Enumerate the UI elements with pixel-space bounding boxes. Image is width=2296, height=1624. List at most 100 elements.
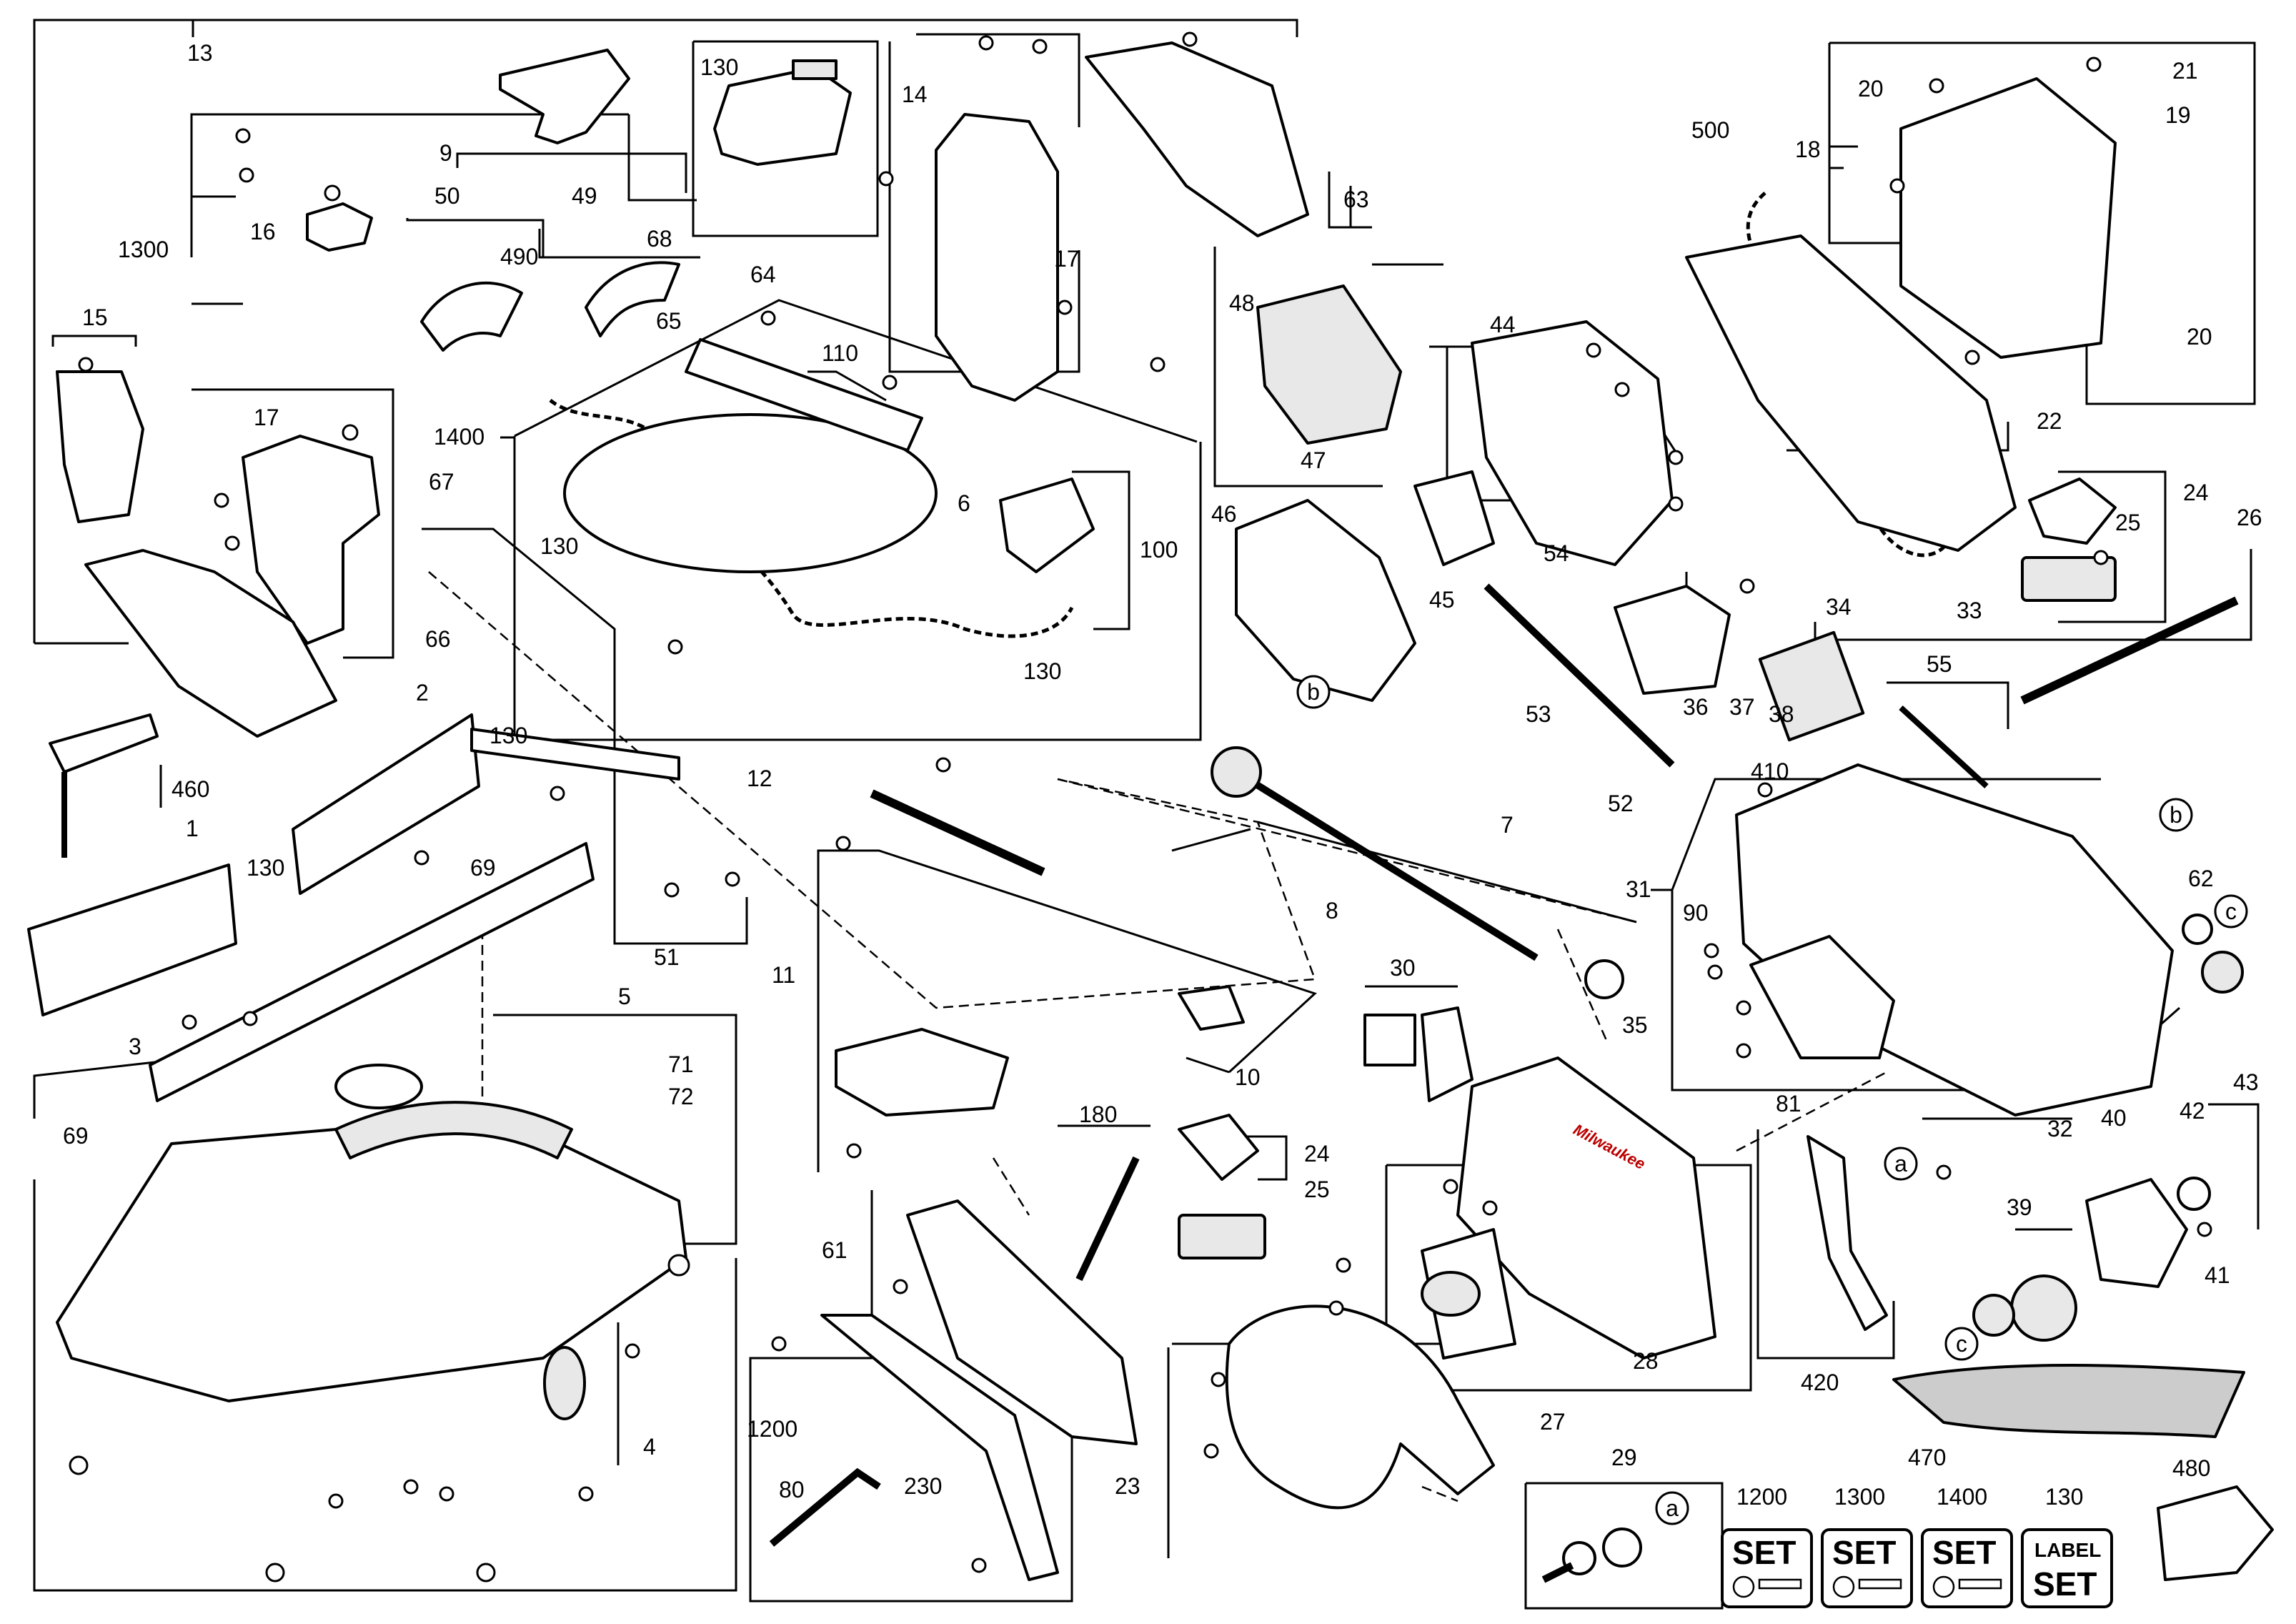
svg-text:b: b — [1307, 679, 1320, 705]
rod-cap — [1584, 959, 1624, 999]
bevel-scale — [420, 282, 523, 352]
callout-20-right: 20 — [2187, 324, 2212, 350]
svg-text:b: b — [2170, 802, 2182, 828]
callout-100: 100 — [1140, 537, 1178, 563]
dust-chute — [999, 477, 1095, 573]
svg-text:a: a — [1666, 1495, 1679, 1521]
callout-42: 42 — [2180, 1098, 2205, 1124]
marker-b-left: b — [1296, 675, 1331, 709]
callout-15: 15 — [82, 304, 108, 330]
callout-420: 420 — [1801, 1370, 1839, 1395]
base-casting — [56, 1114, 687, 1402]
hex-wrench — [769, 1467, 881, 1547]
callout-130-fence: 130 — [489, 723, 527, 748]
svg-text:c: c — [1956, 1331, 1967, 1357]
svg-text:130: 130 — [2045, 1484, 2083, 1510]
battery-mount-housing — [1899, 77, 2117, 359]
svg-text:SET: SET — [1732, 1534, 1796, 1571]
callout-11: 11 — [772, 962, 795, 988]
callout-1300: 1300 — [118, 237, 169, 262]
kit-1200: 1200 SET — [1721, 1484, 1813, 1608]
callout-53: 53 — [1526, 701, 1551, 727]
callout-31: 31 — [1626, 876, 1651, 902]
main-handle — [1685, 234, 2017, 552]
upper-blade-guard — [1085, 41, 1309, 237]
fence-rail-110 — [685, 338, 923, 452]
callout-500: 500 — [1691, 117, 1729, 143]
rod-knob — [1211, 746, 1262, 798]
switch-module — [1614, 585, 1731, 695]
marker-a-washer: a — [1655, 1491, 1689, 1525]
callout-23: 23 — [1115, 1473, 1140, 1499]
callout-29: 29 — [1611, 1445, 1637, 1470]
drive-gear — [2010, 1274, 2077, 1342]
callout-20-top: 20 — [1858, 76, 1884, 102]
callout-50: 50 — [434, 183, 460, 209]
callout-110: 110 — [822, 340, 858, 366]
callout-130-top: 130 — [700, 54, 738, 80]
bearing-42 — [2177, 1177, 2211, 1211]
callout-65: 65 — [656, 308, 682, 334]
spindle-shaft — [1484, 583, 1675, 768]
callout-49: 49 — [572, 183, 597, 209]
extension-rod — [470, 728, 680, 781]
marker-c-lower: c — [1944, 1327, 1979, 1361]
fence-rail-3 — [149, 842, 595, 1102]
svg-text:SET: SET — [1932, 1534, 1996, 1571]
callout-7: 7 — [1501, 812, 1514, 838]
callout-5: 5 — [618, 984, 631, 1009]
callout-52: 52 — [1608, 791, 1634, 816]
callout-69-top: 69 — [470, 855, 496, 881]
callout-17-left: 17 — [254, 405, 279, 430]
callout-48: 48 — [1229, 290, 1255, 316]
marker-b-right: b — [2159, 798, 2193, 832]
hold-down-clamp — [49, 713, 159, 773]
fasteners — [69, 31, 2212, 1583]
callout-9: 9 — [439, 140, 452, 166]
washer-outer — [1602, 1528, 1642, 1568]
callout-32: 32 — [2047, 1116, 2073, 1142]
callout-26: 26 — [2237, 505, 2262, 530]
callout-35: 35 — [1622, 1012, 1648, 1038]
callout-22: 22 — [2037, 408, 2062, 434]
brush-holder — [1413, 470, 1495, 566]
lower-arm-cover — [84, 549, 337, 738]
callout-69-left: 69 — [63, 1123, 89, 1149]
callout-10: 10 — [1235, 1064, 1261, 1090]
miter-detent-stack — [543, 1346, 586, 1420]
callout-80: 80 — [779, 1477, 805, 1502]
bracket-10 — [1178, 985, 1245, 1031]
fence-2 — [292, 713, 480, 895]
dust-port — [2157, 1485, 2274, 1581]
marker-c-right: c — [2214, 894, 2248, 929]
gearbox-housing — [1735, 763, 2174, 1116]
callout-410: 410 — [1751, 758, 1789, 784]
latch-pad-right — [2021, 556, 2117, 602]
callout-33: 33 — [1957, 598, 1982, 623]
callout-72: 72 — [668, 1084, 694, 1109]
callout-14: 14 — [902, 81, 928, 107]
callout-51: 51 — [654, 944, 680, 970]
tension-rod — [1234, 768, 1539, 961]
callout-24-center: 24 — [1304, 1141, 1330, 1167]
miter-scale-71 — [334, 1101, 573, 1159]
callout-18: 18 — [1795, 137, 1821, 162]
parts — [27, 41, 2274, 1583]
callout-25-right: 25 — [2115, 510, 2141, 535]
callout-2: 2 — [416, 680, 429, 705]
callout-55: 55 — [1927, 651, 1952, 677]
callout-1400: 1400 — [434, 424, 484, 450]
fence-bracket — [56, 370, 144, 523]
svg-text:SET: SET — [2033, 1565, 2097, 1603]
callout-130-mid: 130 — [540, 533, 578, 559]
pinion-62 — [2182, 914, 2213, 945]
callout-63: 63 — [1343, 187, 1369, 212]
svg-text:c: c — [2225, 898, 2237, 924]
callout-230: 230 — [904, 1473, 942, 1499]
callout-81: 81 — [1776, 1091, 1801, 1116]
callout-130-lower: 130 — [247, 855, 284, 881]
dashed-lines — [399, 571, 1887, 1502]
callout-90: 90 — [1683, 900, 1709, 926]
callout-62: 62 — [2188, 866, 2214, 891]
pivot-bracket — [835, 1028, 1009, 1116]
